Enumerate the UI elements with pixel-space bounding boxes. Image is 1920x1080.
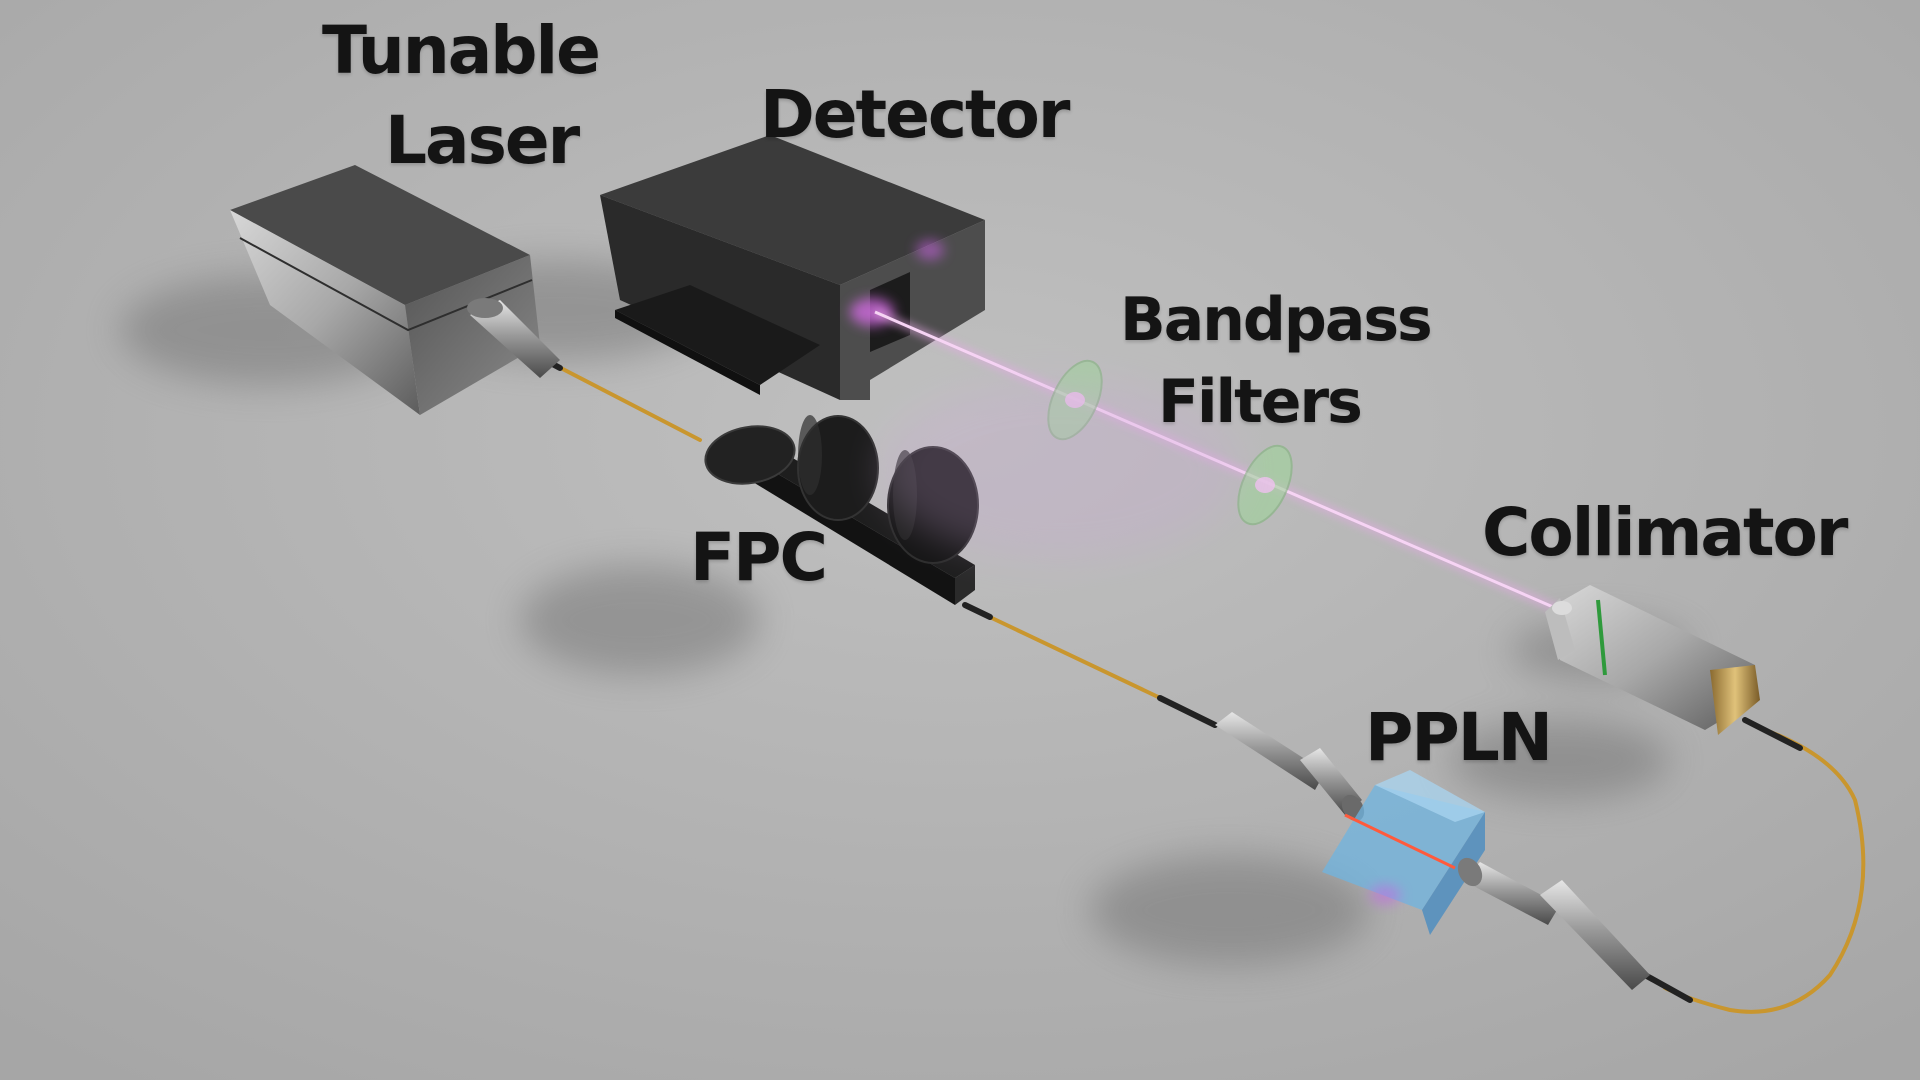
bandpass-filter-2 (1237, 444, 1293, 526)
label-tunable-laser-line1: Tunable (322, 12, 601, 89)
fpc-paddle-1 (704, 425, 796, 485)
label-bandpass-line2: Filters (1158, 367, 1363, 437)
label-ppln: PPLN (1365, 699, 1553, 776)
collimator (1545, 585, 1760, 735)
purple-haze (880, 380, 1240, 560)
label-collimator: Collimator (1482, 494, 1848, 571)
label-detector: Detector (760, 76, 1070, 153)
detector (600, 135, 985, 400)
label-bandpass-line1: Bandpass (1120, 285, 1433, 355)
ppln-output-connector (1457, 857, 1650, 990)
laser-output-connector (467, 298, 560, 378)
label-fpc: FPC (690, 519, 828, 596)
ppln-crystal (1322, 770, 1485, 935)
label-tunable-laser-line2: Laser (385, 102, 580, 179)
tunable-laser (230, 165, 560, 415)
